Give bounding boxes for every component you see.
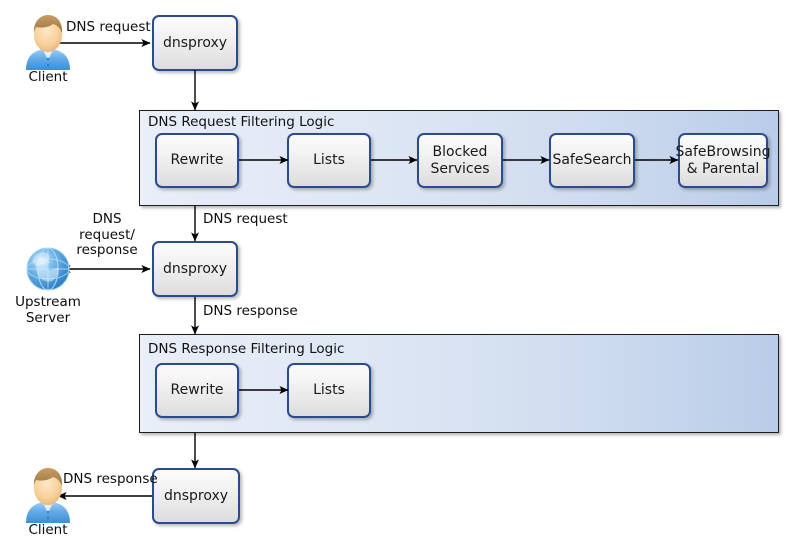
edge-label-request-panel-to-dnsproxy: DNS request bbox=[203, 211, 288, 227]
edge-label-dnsproxy-to-response-panel: DNS response bbox=[203, 303, 298, 319]
globe-icon bbox=[22, 243, 74, 295]
response-filtering-panel bbox=[139, 334, 779, 433]
node-dnsproxy-bottom[interactable]: dnsproxy bbox=[152, 468, 240, 524]
actor-label-client-top: Client bbox=[28, 69, 68, 85]
node-safesearch[interactable]: SafeSearch bbox=[549, 133, 635, 188]
actor-label-upstream-server: Upstream Server bbox=[15, 294, 81, 326]
edge-label-dnsproxy-to-client: DNS response bbox=[63, 471, 158, 487]
edge-label-client-to-dnsproxy: DNS request bbox=[66, 19, 151, 35]
node-lists-request[interactable]: Lists bbox=[287, 133, 371, 188]
node-safebrowsing-parental[interactable]: SafeBrowsing & Parental bbox=[675, 133, 771, 188]
request-filtering-panel-title: DNS Request Filtering Logic bbox=[148, 114, 335, 130]
response-filtering-panel-title: DNS Response Filtering Logic bbox=[148, 341, 345, 357]
node-rewrite-request[interactable]: Rewrite bbox=[155, 133, 239, 188]
actor-label-client-bottom: Client bbox=[28, 522, 68, 538]
node-dnsproxy-middle[interactable]: dnsproxy bbox=[152, 241, 238, 297]
node-lists-response[interactable]: Lists bbox=[287, 363, 371, 418]
user-avatar-icon bbox=[20, 12, 76, 70]
node-blocked-services[interactable]: Blocked Services bbox=[417, 133, 503, 188]
edge-label-dnsproxy-to-upstream: DNS request/ response bbox=[76, 211, 138, 259]
node-rewrite-response[interactable]: Rewrite bbox=[155, 363, 239, 418]
node-dnsproxy-top[interactable]: dnsproxy bbox=[152, 15, 238, 71]
user-avatar-icon bbox=[20, 465, 76, 523]
